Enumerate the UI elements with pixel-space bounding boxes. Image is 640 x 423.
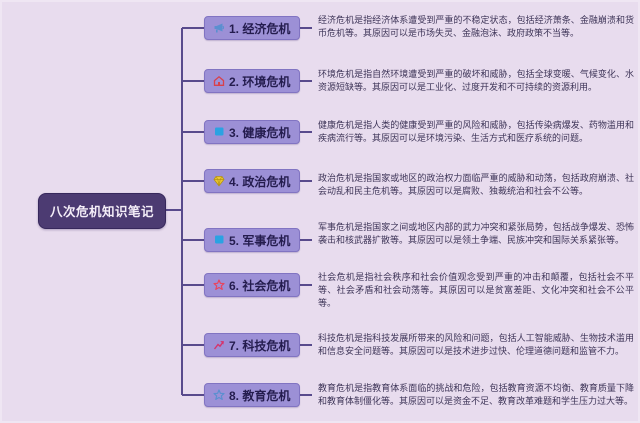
branch-node-label: 7. 科技危机 (229, 338, 291, 353)
flag-icon (213, 234, 225, 246)
branch-description[interactable]: 教育危机是指教育体系面临的挑战和危险，包括教育资源不均衡、教育质量下降和教育体制… (318, 383, 634, 406)
trend-arrow-icon (213, 339, 225, 351)
flag-icon (213, 126, 225, 138)
branch-description[interactable]: 政治危机是指国家或地区的政治权力面临严重的威胁和动荡，包括政府崩溃、社会动乱和民… (318, 173, 634, 196)
gem-icon (213, 175, 225, 187)
branch-node[interactable]: 5. 军事危机 (204, 228, 301, 252)
star-icon (213, 389, 225, 401)
branch-node[interactable]: 2. 环境危机 (204, 69, 301, 93)
branch-node-label: 4. 政治危机 (229, 174, 291, 189)
branch-node-label: 3. 健康危机 (229, 125, 291, 140)
branch-description[interactable]: 军事危机是指国家之间或地区内部的武力冲突和紧张局势，包括战争爆发、恐怖袭击和核武… (318, 222, 634, 245)
branch-node-label: 1. 经济危机 (229, 21, 291, 36)
branch-node[interactable]: 4. 政治危机 (204, 169, 301, 193)
branch-node-label: 5. 军事危机 (229, 233, 291, 248)
star-icon (213, 279, 225, 291)
branch-node-label: 2. 环境危机 (229, 74, 291, 89)
megaphone-icon (213, 22, 225, 34)
branch-description[interactable]: 环境危机是指自然环境遭受到严重的破坏和威胁，包括全球变暖、气候变化、水资源短缺等… (318, 69, 634, 92)
trunk-connector-line (181, 28, 183, 395)
branch-node[interactable]: 6. 社会危机 (204, 273, 301, 297)
branch-node[interactable]: 8. 教育危机 (204, 383, 301, 407)
branch-description[interactable]: 科技危机是指科技发展所带来的风险和问题，包括人工智能威胁、生物技术滥用和信息安全… (318, 333, 634, 356)
branch-node-label: 6. 社会危机 (229, 278, 291, 293)
branch-description[interactable]: 社会危机是指社会秩序和社会价值观念受到严重的冲击和颠覆，包括社会不平等、社会矛盾… (318, 272, 634, 308)
branch-node[interactable]: 1. 经济危机 (204, 16, 301, 40)
branch-description[interactable]: 健康危机是指人类的健康受到严重的风险和威胁，包括传染病爆发、药物滥用和疾病流行等… (318, 120, 634, 143)
root-connector-line (159, 209, 182, 211)
house-icon (213, 75, 225, 87)
branch-node[interactable]: 3. 健康危机 (204, 120, 301, 144)
branch-description[interactable]: 经济危机是指经济体系遭受到严重的不稳定状态，包括经济萧条、金融崩溃和货币危机等。… (318, 15, 634, 38)
branch-node-label: 8. 教育危机 (229, 388, 291, 403)
root-node[interactable]: 八次危机知识笔记 (38, 193, 167, 229)
branch-node[interactable]: 7. 科技危机 (204, 333, 301, 357)
